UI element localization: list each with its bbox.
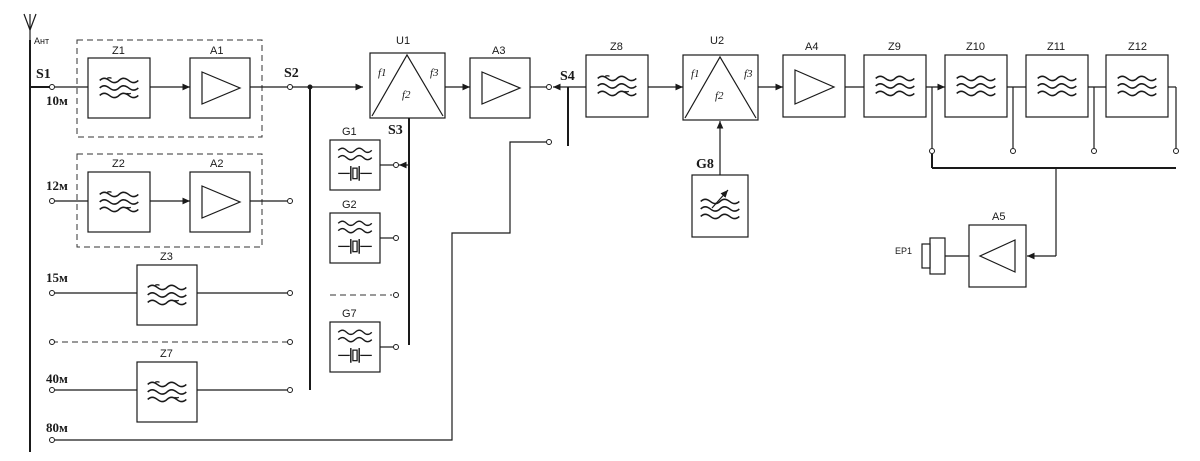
g1-oscillator [329, 139, 381, 191]
s4-contact-80m[interactable] [546, 139, 552, 145]
a2-label: A2 [210, 158, 223, 170]
z11-tap[interactable] [1091, 148, 1097, 154]
s2-contact-12m[interactable] [287, 198, 293, 204]
amplifier-icon [978, 239, 1016, 273]
s2-contact-40m[interactable] [287, 387, 293, 393]
s1-contact-40m[interactable] [49, 387, 55, 393]
band-label-15m: 15м [46, 270, 68, 285]
mixer-triangle-icon [371, 53, 444, 117]
g2-label: G2 [342, 199, 357, 211]
g8-label: G8 [696, 157, 714, 172]
s1-contact[interactable] [49, 84, 55, 90]
z8-label: Z8 [610, 41, 623, 53]
s1-contact-80m[interactable] [49, 437, 55, 443]
s2-contact[interactable] [287, 84, 293, 90]
s1-contact-12m[interactable] [49, 198, 55, 204]
a1-label: A1 [210, 45, 223, 57]
u2-f1: f1 [691, 68, 700, 80]
amplifier-icon [794, 69, 836, 105]
u1-f1: f1 [378, 67, 387, 79]
s4-label: S4 [560, 69, 575, 84]
s2-contact-15m[interactable] [287, 290, 293, 296]
g1-label: G1 [342, 126, 357, 138]
a4-amplifier [782, 54, 846, 118]
s1-label: S1 [36, 67, 51, 82]
mixer-triangle-icon [684, 55, 757, 119]
a5-label: A5 [992, 211, 1005, 223]
z3-label: Z3 [160, 251, 173, 263]
s4-contact[interactable] [546, 84, 552, 90]
u2-mixer [682, 54, 759, 121]
u2-f3: f3 [744, 68, 753, 80]
g2-oscillator [329, 212, 381, 264]
u2-f2: f2 [715, 90, 724, 102]
headphone-icon [921, 243, 931, 269]
band-label-12m: 12м [46, 178, 68, 193]
a5-amplifier [968, 224, 1027, 288]
g7-label: G7 [342, 308, 357, 320]
z1-label: Z1 [112, 45, 125, 57]
z2-label: Z2 [112, 158, 125, 170]
s3-label: S3 [388, 123, 403, 138]
amplifier-icon [201, 71, 242, 105]
g7-oscillator [329, 321, 381, 373]
s3-contact-g1[interactable] [393, 162, 399, 168]
band-label-40m: 40м [46, 371, 68, 386]
z11-label: Z11 [1047, 41, 1065, 53]
a3-label: A3 [492, 45, 505, 57]
bypass-80m-line [55, 141, 546, 441]
z12-tap[interactable] [1173, 148, 1179, 154]
u1-f2: f2 [402, 89, 411, 101]
a4-label: A4 [805, 41, 818, 53]
amplifier-icon [481, 71, 522, 105]
band-10m-group [76, 39, 263, 138]
u2-label: U2 [710, 35, 724, 47]
s1-contact-15m[interactable] [49, 290, 55, 296]
z9-tap[interactable] [929, 148, 935, 154]
s2-label: S2 [284, 66, 299, 81]
g8-vfo [691, 174, 749, 238]
band-label-80m: 80м [46, 420, 68, 435]
band-label-10m: 10м [46, 93, 68, 108]
u1-label: U1 [396, 35, 410, 47]
z12-label: Z12 [1128, 41, 1147, 53]
amplifier-icon [201, 185, 242, 219]
ep1-headphone [929, 237, 946, 275]
z10-tap[interactable] [1010, 148, 1016, 154]
s3-contact-g2[interactable] [393, 235, 399, 241]
z10-label: Z10 [966, 41, 985, 53]
u1-mixer [369, 52, 446, 119]
z7-label: Z7 [160, 348, 173, 360]
u1-f3: f3 [430, 67, 439, 79]
s3-contact-g7[interactable] [393, 344, 399, 350]
antenna-label: Ант [34, 36, 49, 46]
ep1-label: EP1 [895, 246, 912, 256]
antenna-symbol [23, 13, 37, 40]
z9-label: Z9 [888, 41, 901, 53]
